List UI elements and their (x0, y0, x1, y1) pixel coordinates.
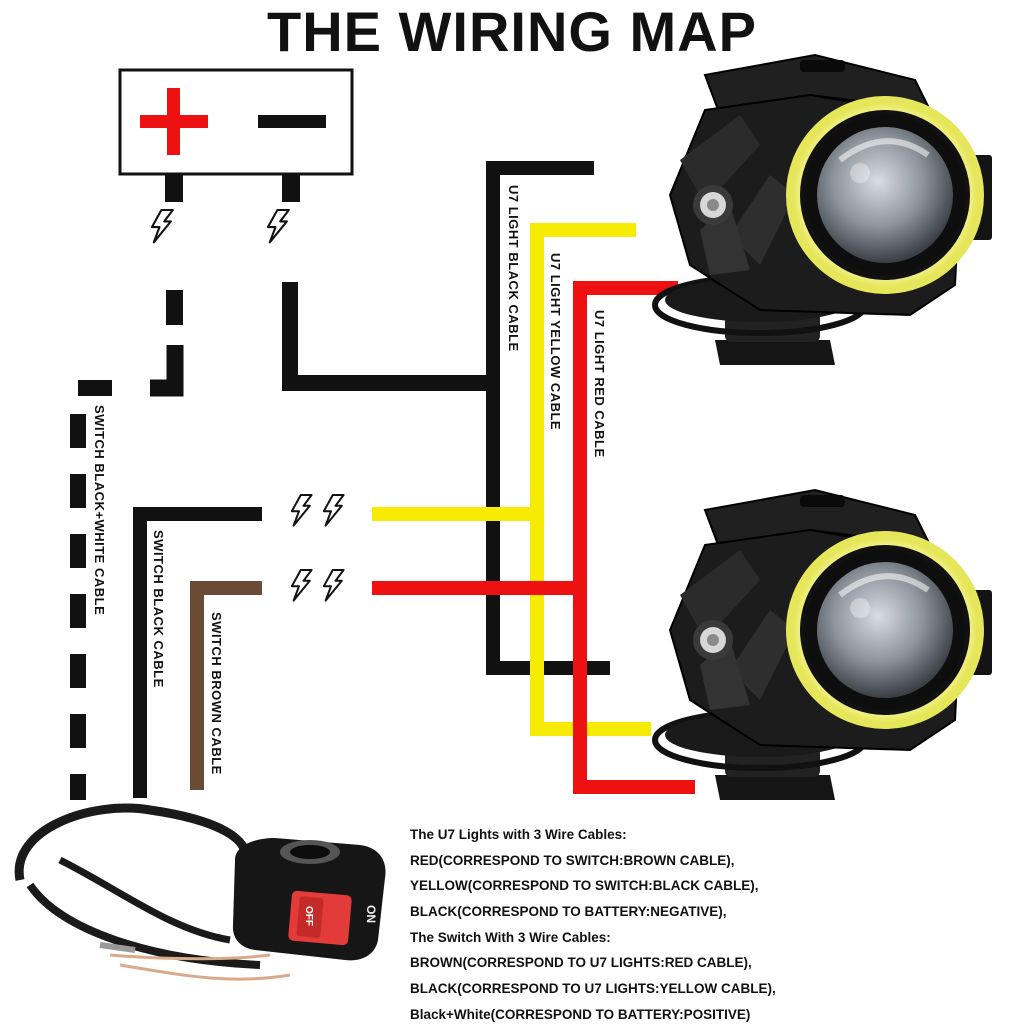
lightning-bolt-icon (290, 569, 313, 602)
minus-icon (258, 115, 326, 128)
lightning-bolt-icon (322, 569, 345, 602)
label-u7-red-cable: U7 LIGHT RED CABLE (592, 310, 607, 458)
legend-line: Black+White(CORRESPOND TO BATTERY:POSITI… (410, 1006, 751, 1022)
legend-line: The Switch With 3 Wire Cables: (410, 929, 611, 945)
diagram-title: THE WIRING MAP (267, 0, 757, 63)
label-switch-black-cable: SWITCH BLACK CABLE (151, 530, 166, 688)
legend-line: BLACK(CORRESPOND TO BATTERY:NEGATIVE), (410, 904, 727, 920)
label-switch-black-white-cable: SWITCH BLACK+WHITE CABLE (92, 405, 107, 616)
u7-black-cable (486, 161, 610, 675)
negative-terminal (282, 174, 300, 202)
u7-yellow-cable (530, 223, 651, 736)
positive-terminal (165, 174, 183, 202)
legend-line: BLACK(CORRESPOND TO U7 LIGHTS:YELLOW CAB… (410, 981, 776, 997)
positive-dash (166, 290, 183, 325)
negative-wire (282, 282, 493, 391)
lightning-bolt-icon (322, 494, 345, 527)
u7-red-cable (573, 281, 695, 794)
lightning-bolt-icon (150, 208, 174, 244)
label-switch-brown-cable: SWITCH BROWN CABLE (209, 612, 224, 775)
legend-line: The U7 Lights with 3 Wire Cables: (410, 827, 627, 842)
u7-light-top (655, 55, 992, 365)
lightning-bolt-icon (266, 208, 290, 244)
label-u7-black-cable: U7 LIGHT BLACK CABLE (506, 185, 521, 352)
plus-icon (140, 88, 208, 155)
wiring-legend: The U7 Lights with 3 Wire Cables: RED(CO… (410, 822, 1010, 1024)
handlebar-switch (14, 803, 386, 981)
positive-dash-elbow (150, 345, 184, 397)
switch-black-cable (133, 507, 262, 798)
label-u7-yellow-cable: U7 LIGHT YELLOW CABLE (548, 253, 563, 431)
switch-off-label: OFF (303, 906, 314, 926)
u7-light-bottom (655, 490, 992, 800)
legend-line: YELLOW(CORRESPOND TO SWITCH:BLACK CABLE)… (410, 878, 759, 894)
switch-black-white-cable (70, 380, 112, 800)
legend-line: BROWN(CORRESPOND TO U7 LIGHTS:RED CABLE)… (410, 955, 752, 971)
switch-brown-cable (190, 581, 262, 790)
lightning-bolt-icon (290, 494, 313, 527)
switch-on-label: ON (364, 905, 378, 923)
legend-line: RED(CORRESPOND TO SWITCH:BROWN CABLE), (410, 852, 735, 868)
